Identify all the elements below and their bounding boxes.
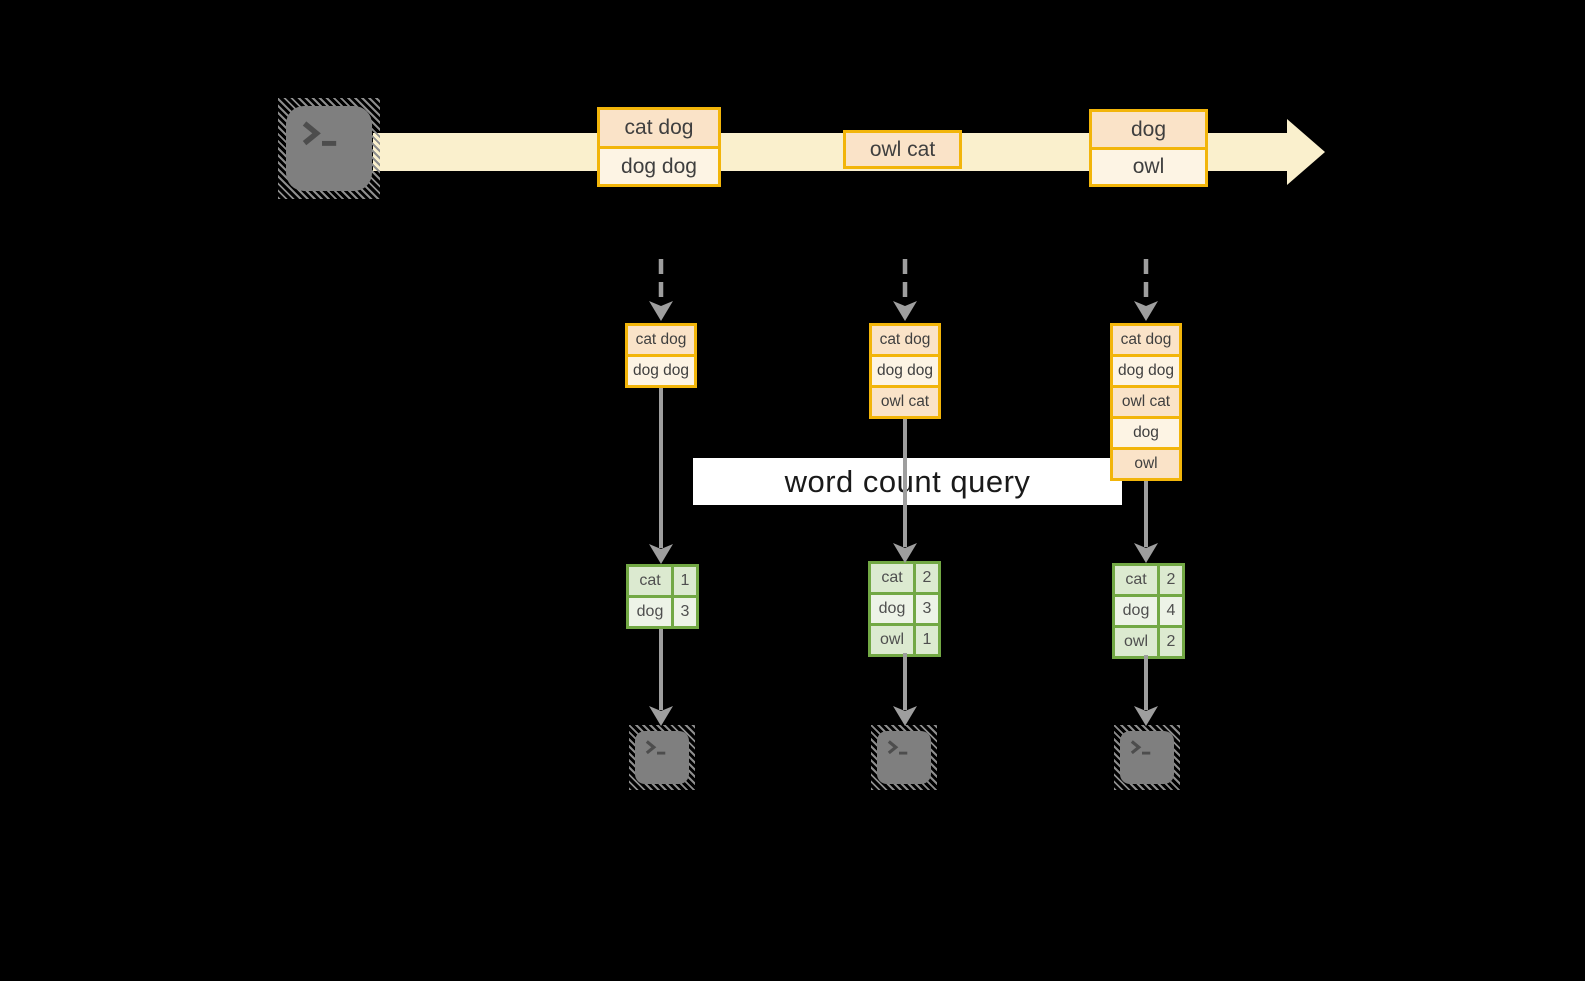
word-cell: cat	[1115, 566, 1157, 594]
word-cell: owl	[871, 626, 913, 654]
stream-event-batch-3: dog owl	[1089, 109, 1208, 187]
stream-record: owl cat	[846, 133, 959, 166]
input-buffer-3: cat dog dog dog owl cat dog owl	[1110, 323, 1182, 481]
stream-record: cat dog	[600, 110, 718, 146]
stream-event-batch-1: cat dog dog dog	[597, 107, 721, 187]
buffer-record: owl cat	[1113, 388, 1179, 416]
stream-event-batch-2: owl cat	[843, 130, 962, 169]
shell-prompt-icon	[302, 121, 337, 146]
buffer-record: dog dog	[628, 357, 694, 385]
stream-record: dog	[1092, 112, 1205, 147]
buffer-record: dog	[1113, 419, 1179, 447]
stream-record: owl	[1092, 149, 1205, 184]
sink-terminal-icon	[629, 725, 695, 790]
shell-prompt-icon	[887, 740, 907, 755]
count-cell: 2	[1160, 628, 1182, 656]
query-banner: word count query	[693, 458, 1122, 505]
count-cell: 3	[674, 598, 696, 626]
buffer-record: cat dog	[628, 326, 694, 354]
stream-record: dog dog	[600, 148, 718, 184]
shell-prompt-icon	[1130, 740, 1150, 755]
count-cell: 1	[674, 567, 696, 595]
shell-prompt-icon	[645, 740, 665, 755]
word-count-table-3: cat 2 dog 4 owl 2	[1112, 563, 1185, 659]
word-cell: dog	[629, 598, 671, 626]
solid-arrow-down-icon	[893, 653, 917, 726]
buffer-record: owl	[1113, 450, 1179, 478]
sink-terminal-icon	[1114, 725, 1180, 790]
stream-arrowhead-icon	[1287, 119, 1325, 185]
solid-arrow-down-icon	[649, 629, 673, 726]
word-cell: dog	[1115, 597, 1157, 625]
terminal-screen	[877, 731, 931, 784]
input-buffer-1: cat dog dog dog	[625, 323, 697, 388]
word-cell: owl	[1115, 628, 1157, 656]
word-cell: cat	[871, 564, 913, 592]
buffer-record: cat dog	[872, 326, 938, 354]
word-cell: cat	[629, 567, 671, 595]
buffer-record: dog dog	[872, 357, 938, 385]
source-terminal-icon	[278, 98, 380, 199]
terminal-screen	[286, 106, 372, 191]
terminal-screen	[635, 731, 689, 784]
word-cell: dog	[871, 595, 913, 623]
count-cell: 2	[1160, 566, 1182, 594]
word-count-table-1: cat 1 dog 3	[626, 564, 699, 629]
input-buffer-2: cat dog dog dog owl cat	[869, 323, 941, 419]
dashed-arrow-down-icon	[893, 259, 917, 321]
count-cell: 1	[916, 626, 938, 654]
solid-arrow-down-icon	[1134, 481, 1158, 563]
count-cell: 3	[916, 595, 938, 623]
word-count-table-2: cat 2 dog 3 owl 1	[868, 561, 941, 657]
solid-arrow-down-icon	[649, 386, 673, 564]
query-banner-label: word count query	[784, 463, 1031, 499]
solid-arrow-down-icon	[893, 417, 917, 563]
terminal-screen	[1120, 731, 1174, 784]
dashed-arrow-down-icon	[1134, 259, 1158, 321]
sink-terminal-icon	[871, 725, 937, 790]
count-cell: 4	[1160, 597, 1182, 625]
buffer-record: cat dog	[1113, 326, 1179, 354]
dashed-arrow-down-icon	[649, 259, 673, 321]
buffer-record: owl cat	[872, 388, 938, 416]
solid-arrow-down-icon	[1134, 655, 1158, 726]
count-cell: 2	[916, 564, 938, 592]
buffer-record: dog dog	[1113, 357, 1179, 385]
